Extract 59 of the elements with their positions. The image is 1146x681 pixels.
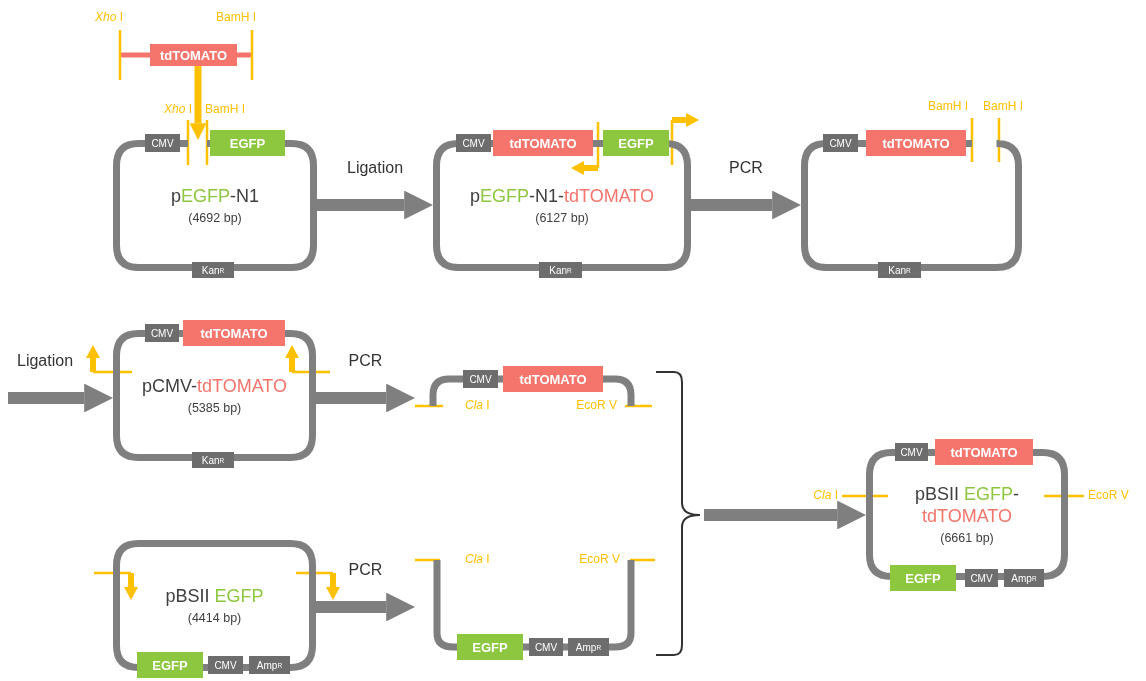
restriction-site-label: Cla I [465, 552, 490, 566]
restriction-site-label: BamH I [216, 10, 256, 24]
gene-box: EGFP [137, 652, 203, 678]
resistance-gene-box: Kan$^{R}$ [539, 262, 582, 278]
gene-box: EGFP [210, 130, 285, 156]
plasmid-size: (4414 bp) [187, 610, 242, 625]
gene-box: EGFP [457, 634, 523, 660]
process-arrow [691, 190, 801, 220]
restriction-site-label: BamH I [928, 99, 968, 113]
edge-label: Ligation [345, 159, 405, 177]
plasmid-name: pBSII EGFP- tdTOMATO [914, 484, 1020, 528]
plasmid-name: pEGFP-N1 [170, 186, 259, 208]
plasmid-size: (5385 bp) [187, 400, 242, 415]
promoter-box: CMV [965, 569, 998, 587]
promoter-box: CMV [145, 324, 179, 342]
plasmid-size: (6127 bp) [535, 210, 589, 225]
promoter-box: CMV [529, 638, 563, 656]
resistance-gene-box: Kan$^{R}$ [192, 452, 234, 468]
process-arrow [189, 66, 207, 140]
process-arrow [8, 383, 113, 413]
gene-box: tdTOMATO [503, 366, 603, 392]
restriction-site-label: EcoR V [576, 398, 617, 412]
resistance-gene-box: Kan$^{R}$ [192, 262, 234, 278]
promoter-box: CMV [463, 370, 498, 388]
restriction-site-label: BamH I [983, 99, 1023, 113]
restriction-site-label: Cla I [465, 398, 490, 412]
restriction-site-label: Xho I [163, 102, 192, 116]
promoter-box: CMV [823, 134, 858, 152]
promoter-box: CMV [895, 443, 928, 461]
edge-label: Ligation [15, 352, 75, 370]
resistance-gene-box: Amp$^{R}$ [568, 638, 609, 656]
plasmid-name: pBSII EGFP [165, 586, 264, 608]
plasmid-size: (6661 bp) [940, 530, 994, 545]
restriction-site-label: EcoR V [579, 552, 620, 566]
process-arrow [704, 500, 866, 530]
process-arrow [316, 592, 415, 622]
process-arrow [317, 190, 433, 220]
process-arrow [316, 383, 415, 413]
gene-box: tdTOMATO [183, 320, 285, 346]
promoter-box: CMV [208, 656, 243, 674]
gene-box: tdTOMATO [866, 130, 966, 156]
gene-box: tdTOMATO [935, 439, 1033, 465]
plasmid-name: pEGFP-N1-tdTOMATO [469, 186, 655, 208]
resistance-gene-box: Amp$^{R}$ [249, 656, 290, 674]
gene-box: EGFP [890, 565, 956, 591]
plasmid-size: (4692 bp) [188, 210, 242, 225]
gene-box: tdTOMATO [150, 44, 237, 66]
resistance-gene-box: Amp$^{R}$ [1004, 569, 1044, 587]
restriction-site-label: Xho I [95, 10, 123, 24]
bracket [655, 514, 701, 656]
promoter-box: CMV [456, 134, 491, 152]
plasmid-name: pCMV-tdTOMATO [141, 376, 287, 398]
restriction-site-label: EcoR V [1088, 488, 1129, 502]
restriction-site-label: BamH I [205, 102, 245, 116]
restriction-site-label: Cla I [813, 488, 838, 502]
gene-box: tdTOMATO [493, 130, 593, 156]
gene-box: EGFP [603, 130, 669, 156]
resistance-gene-box: Kan$^{R}$ [878, 262, 921, 278]
promoter-box: CMV [145, 134, 180, 152]
